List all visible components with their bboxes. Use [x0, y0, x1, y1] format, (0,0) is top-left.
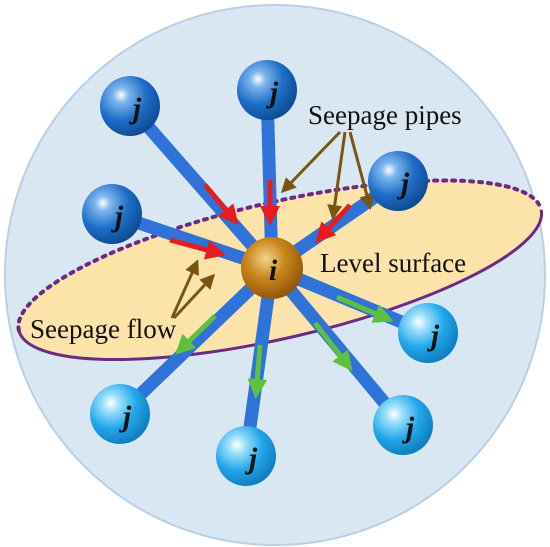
- pipe: [123, 99, 279, 275]
- lower-nodes: j j j j: [90, 303, 458, 486]
- node-label: j: [266, 76, 279, 109]
- node-j: j: [90, 384, 150, 444]
- node-j: j: [237, 60, 297, 120]
- outflow-arrow: [336, 294, 394, 323]
- node-j: j: [398, 303, 458, 363]
- node-label: j: [111, 200, 124, 233]
- node-j: j: [368, 151, 428, 211]
- outflow-arrow: [175, 314, 217, 355]
- label-seepage-pipes: Seepage pipes: [308, 100, 462, 130]
- node-j: j: [216, 426, 276, 486]
- pointer-seepage-flow: [170, 259, 199, 319]
- outflow-arrow: [313, 321, 353, 372]
- pointer-seepage-pipes: [327, 131, 347, 220]
- node-label: j: [427, 319, 440, 352]
- node-label: j: [245, 442, 258, 475]
- label-seepage-flow: Seepage flow: [30, 314, 177, 344]
- outflow-arrow: [247, 344, 268, 399]
- pointer-seepage-pipes: [280, 130, 342, 194]
- inflow-arrow: [315, 203, 352, 243]
- pointer-seepage-flow: [172, 273, 216, 320]
- label-level-surface: Level surface: [320, 248, 466, 278]
- node-label: j: [129, 92, 142, 125]
- node-label: j: [397, 167, 410, 200]
- pointer-seepage-pipes: [348, 131, 375, 210]
- center-node-label: i: [269, 254, 278, 287]
- upper-nodes: j j j j: [82, 60, 428, 244]
- node-j: j: [373, 395, 433, 455]
- label-pointers: [170, 130, 375, 320]
- node-label: j: [402, 411, 415, 444]
- node-j: j: [82, 184, 142, 244]
- outflow-arrows: [175, 294, 394, 399]
- center-node-i: i: [241, 237, 303, 299]
- level-surface-front-edge: [17, 209, 544, 362]
- node-j: j: [100, 76, 160, 136]
- pipe: [265, 261, 410, 432]
- inflow-arrow: [169, 237, 226, 260]
- inflow-arrow: [203, 183, 239, 226]
- inflow-arrows: [169, 180, 352, 260]
- node-label: j: [119, 400, 132, 433]
